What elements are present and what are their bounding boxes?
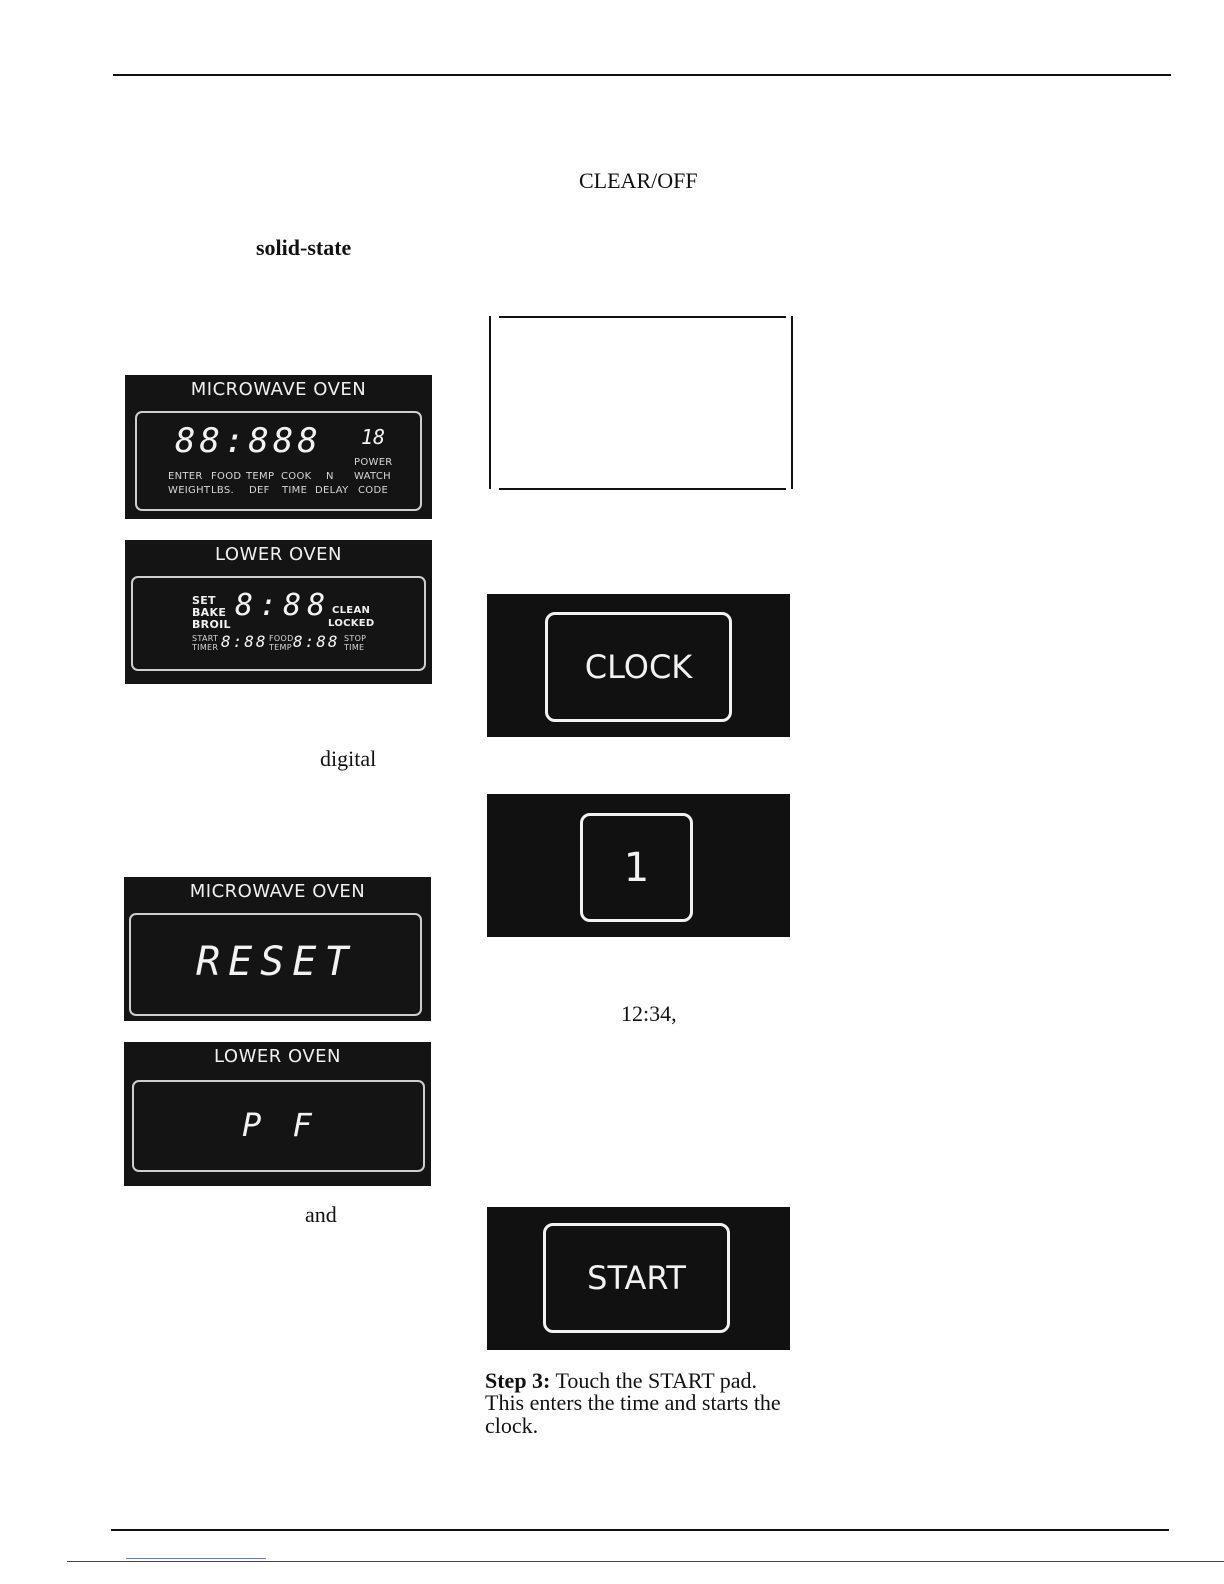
time-example-text: 12:34,: [621, 1001, 677, 1026]
clock-button[interactable]: CLOCK: [545, 612, 732, 722]
step3-label: Step 3:: [485, 1368, 551, 1393]
reset-text: RESET: [196, 939, 357, 985]
step3-text: Touch the START pad.: [555, 1368, 758, 1393]
label-temp: TEMP: [269, 643, 292, 652]
step3-line2: This enters the time and starts the: [485, 1390, 781, 1415]
label-cook: COOK: [281, 471, 312, 482]
display-frame: [129, 913, 422, 1016]
number-one-button[interactable]: 1: [580, 813, 693, 922]
bottom-thin-rule: [67, 1561, 1224, 1562]
label-locked: LOCKED: [328, 618, 375, 629]
note-box: [489, 316, 794, 490]
label-weight: WEIGHT: [168, 485, 211, 496]
label-food: FOOD: [269, 634, 294, 643]
display-frame: [131, 576, 426, 671]
label-food: FOOD: [211, 471, 242, 482]
note-box-top: [499, 316, 786, 318]
label-def: DEF: [249, 485, 270, 496]
start-pad-panel: START: [487, 1207, 790, 1350]
pf-text: P F: [242, 1106, 318, 1144]
label-start: START: [192, 634, 219, 643]
display-title: LOWER OVEN: [214, 1046, 341, 1067]
display-frame: [132, 1080, 425, 1172]
step3-line1: Step 3: Touch the START pad.: [485, 1369, 757, 1393]
display-title: MICROWAVE OVEN: [190, 379, 367, 400]
number-one-pad-panel: 1: [487, 794, 790, 937]
label-stop: STOP: [344, 634, 367, 643]
label-set: SET: [192, 594, 216, 607]
solid-state-text: solid-state: [256, 235, 352, 260]
label-lbs: LBS.: [211, 485, 234, 496]
clock-pad-panel: CLOCK: [487, 594, 790, 737]
lower-oven-display-pf: LOWER OVEN P F: [124, 1042, 431, 1186]
top-rule: [113, 74, 1171, 76]
label-bake: BAKE: [192, 606, 227, 619]
display-title: MICROWAVE OVEN: [189, 881, 366, 902]
step3-line3: clock.: [485, 1413, 539, 1438]
label-delay: DELAY: [315, 485, 349, 496]
microwave-display-reset: MICROWAVE OVEN RESET: [124, 877, 431, 1021]
display-title: LOWER OVEN: [215, 544, 342, 565]
label-time: TIME: [282, 485, 308, 496]
food-temp-digits: 8:88: [293, 632, 340, 651]
label-enter: ENTER: [168, 471, 203, 482]
bottom-rule: [111, 1529, 1169, 1531]
lower-oven-display-test: LOWER OVEN SET BAKE BROIL 8:88 CLEAN LOC…: [125, 540, 432, 684]
label-time: TIME: [344, 643, 365, 652]
and-text: and: [305, 1202, 337, 1227]
label-watch: WATCH: [354, 471, 391, 482]
segment-digits: 88:888: [175, 421, 322, 461]
display-frame: [135, 411, 422, 511]
microwave-display-test: MICROWAVE OVEN 88:888 18 POWER ENTER FOO…: [125, 375, 432, 519]
bottom-link-underline: [126, 1558, 266, 1559]
timer-digits: 8:88: [221, 632, 268, 651]
label-temp: TEMP: [246, 471, 275, 482]
digital-text: digital: [320, 746, 377, 771]
label-n: N: [326, 471, 334, 482]
label-code: CODE: [358, 485, 389, 496]
label-broil: BROIL: [192, 618, 231, 631]
power-digits: 18: [361, 425, 386, 449]
label-clean: CLEAN: [332, 605, 371, 616]
label-power: POWER: [354, 457, 393, 468]
clear-off-text: CLEAR/OFF: [579, 168, 698, 193]
note-box-right: [791, 316, 793, 489]
start-button[interactable]: START: [543, 1223, 730, 1333]
note-box-bottom: [499, 488, 786, 490]
main-digits: 8:88: [235, 588, 332, 623]
note-box-left: [489, 316, 491, 489]
label-timer: TIMER: [192, 643, 219, 652]
